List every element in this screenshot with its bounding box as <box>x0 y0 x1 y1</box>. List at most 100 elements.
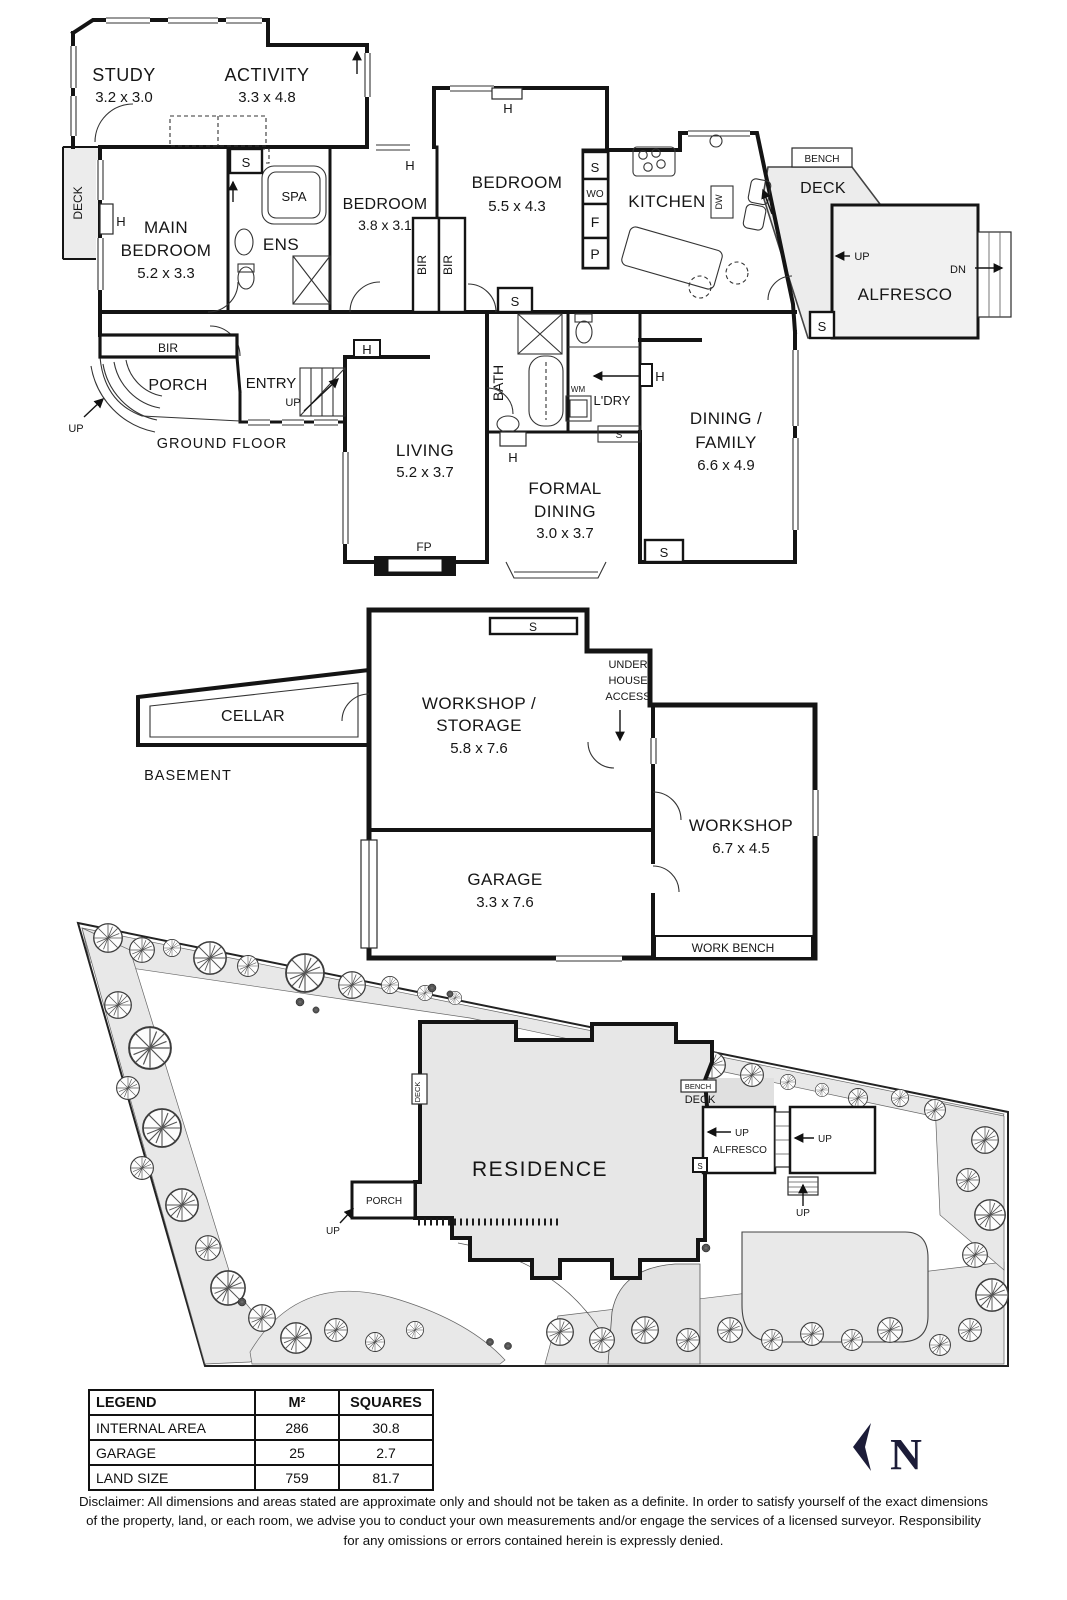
room-label-cellar: CELLAR <box>221 708 285 725</box>
legend-row-squares: 81.7 <box>338 1464 434 1491</box>
bir-strip <box>98 333 239 359</box>
label-s-bed55: S <box>511 294 520 309</box>
site-s-box <box>692 1157 708 1173</box>
lawn-area <box>741 1231 929 1343</box>
label-alfresco: ALFRESCO <box>858 285 953 304</box>
side-deck-area <box>62 146 101 260</box>
basement-doors <box>341 693 682 893</box>
alfresco-steps <box>977 231 1012 318</box>
legend-row-label: LAND SIZE <box>88 1464 256 1491</box>
label-bir-strip: BIR <box>158 341 178 355</box>
label-f: F <box>591 214 600 230</box>
label-h-main: H <box>116 214 125 229</box>
label-s-deck: S <box>818 319 827 334</box>
site-arrows <box>339 1127 814 1224</box>
legend-header: LEGEND <box>88 1389 256 1416</box>
legend-table: LEGEND M² SQUARES INTERNAL AREA 286 30.8… <box>88 1389 434 1491</box>
table-row: INTERNAL AREA 286 30.8 <box>88 1414 434 1441</box>
legend-row-m2: 286 <box>254 1414 340 1441</box>
bir-closet-2 <box>437 216 467 314</box>
site-alfresco-box <box>701 1105 777 1175</box>
label-site-deck-strip: DECK <box>413 1082 422 1103</box>
label-up-entry: UP <box>285 397 300 409</box>
north-indicator: N <box>853 1423 922 1479</box>
caption-basement: BASEMENT <box>144 768 232 784</box>
room-label-storage-1: WORKSHOP / <box>422 694 536 713</box>
room-label-main-1: MAIN <box>144 218 188 237</box>
label-bir-2: BIR <box>441 255 455 275</box>
deck-s-box <box>808 310 836 340</box>
room-dims-family: 6.6 x 4.9 <box>697 457 755 474</box>
label-h-bed55: H <box>503 101 512 116</box>
label-site-alfresco: ALFRESCO <box>713 1145 767 1156</box>
basement-windows <box>360 738 819 962</box>
room-label-family-1: DINING / <box>690 409 762 428</box>
disclaimer-line-1: Disclaimer: All dimensions and areas sta… <box>78 1494 989 1509</box>
room-label-family-2: FAMILY <box>695 433 757 452</box>
room-label-bed38: BEDROOM <box>343 196 428 213</box>
room-dims-bed55: 5.5 x 4.3 <box>488 198 546 215</box>
site-landing-box <box>788 1105 877 1175</box>
cellar-outline <box>136 667 371 747</box>
label-site-s: S <box>697 1162 702 1171</box>
room-label-ens: ENS <box>263 235 299 254</box>
label-site-deck: DECK <box>685 1094 716 1106</box>
room-dims-study: 3.2 x 3.0 <box>95 89 153 106</box>
label-entry: ENTRY <box>246 375 297 392</box>
ground-floor-windows <box>69 16 799 579</box>
room-label-formal-1: FORMAL <box>528 479 601 498</box>
bed55-h-box <box>491 87 523 100</box>
legend-row-label: INTERNAL AREA <box>88 1414 256 1441</box>
main-h-box <box>99 203 114 235</box>
basement-s-box <box>488 616 579 636</box>
label-h-bath: H <box>508 450 517 465</box>
label-under-2: HOUSE <box>608 675 647 687</box>
label-spa: SPA <box>281 189 306 204</box>
room-label-kitchen: KITCHEN <box>628 192 705 211</box>
label-site-bench: BENCH <box>685 1082 711 1091</box>
label-dn: DN <box>950 264 966 276</box>
label-residence: RESIDENCE <box>472 1158 608 1181</box>
room-label-formal-2: DINING <box>534 502 596 521</box>
legend-header-row: LEGEND M² SQUARES <box>88 1389 434 1416</box>
room-dims-workshop: 6.7 x 4.5 <box>712 840 770 857</box>
room-dims-main: 5.2 x 3.3 <box>137 265 195 282</box>
north-label: N <box>890 1430 922 1479</box>
legend-row-label: GARAGE <box>88 1439 256 1466</box>
legend-row-squares: 30.8 <box>338 1414 434 1441</box>
label-under-3: ACCESS <box>605 691 650 703</box>
label-up-porch: UP <box>68 423 83 435</box>
label-wm: WM <box>571 385 586 394</box>
bench-box <box>791 147 853 168</box>
room-dims-bed38: 3.8 x 3.1 <box>358 217 412 233</box>
label-site-up-porch: UP <box>326 1226 340 1237</box>
label-site-up-2: UP <box>818 1134 832 1145</box>
room-dims-formal: 3.0 x 3.7 <box>536 525 594 542</box>
label-up-alfresco: UP <box>854 251 869 263</box>
basement-outline <box>366 607 818 961</box>
legend-header-m2: M² <box>254 1389 340 1416</box>
room-label-main-2: BEDROOM <box>121 241 212 260</box>
room-label-activity: ACTIVITY <box>224 65 309 85</box>
legend-row-m2: 25 <box>254 1439 340 1466</box>
pantry-s-box <box>581 150 610 181</box>
p-box <box>581 236 610 270</box>
label-side-deck: DECK <box>71 186 85 219</box>
label-p: P <box>590 246 599 262</box>
room-dims-activity: 3.3 x 4.8 <box>238 89 296 106</box>
room-dims-storage: 5.8 x 7.6 <box>450 740 508 757</box>
table-row: LAND SIZE 759 81.7 <box>88 1464 434 1491</box>
label-under-1: UNDER <box>608 659 647 671</box>
ens-store-box <box>228 147 264 175</box>
dining-s-box <box>643 538 685 564</box>
room-label-storage-2: STORAGE <box>436 716 522 735</box>
label-site-porch: PORCH <box>366 1196 402 1207</box>
basement: S CELLAR BASEMENT WORKSHOP / STORAGE 5.8… <box>136 607 819 962</box>
label-bir-1: BIR <box>415 255 429 275</box>
entry-h-box <box>353 339 381 358</box>
ground-floor: STUDY 3.2 x 3.0 ACTIVITY 3.3 x 4.8 MAIN … <box>62 16 1012 579</box>
site-deck-strip-box <box>411 1073 428 1105</box>
ground-floor-fixtures <box>90 115 772 576</box>
